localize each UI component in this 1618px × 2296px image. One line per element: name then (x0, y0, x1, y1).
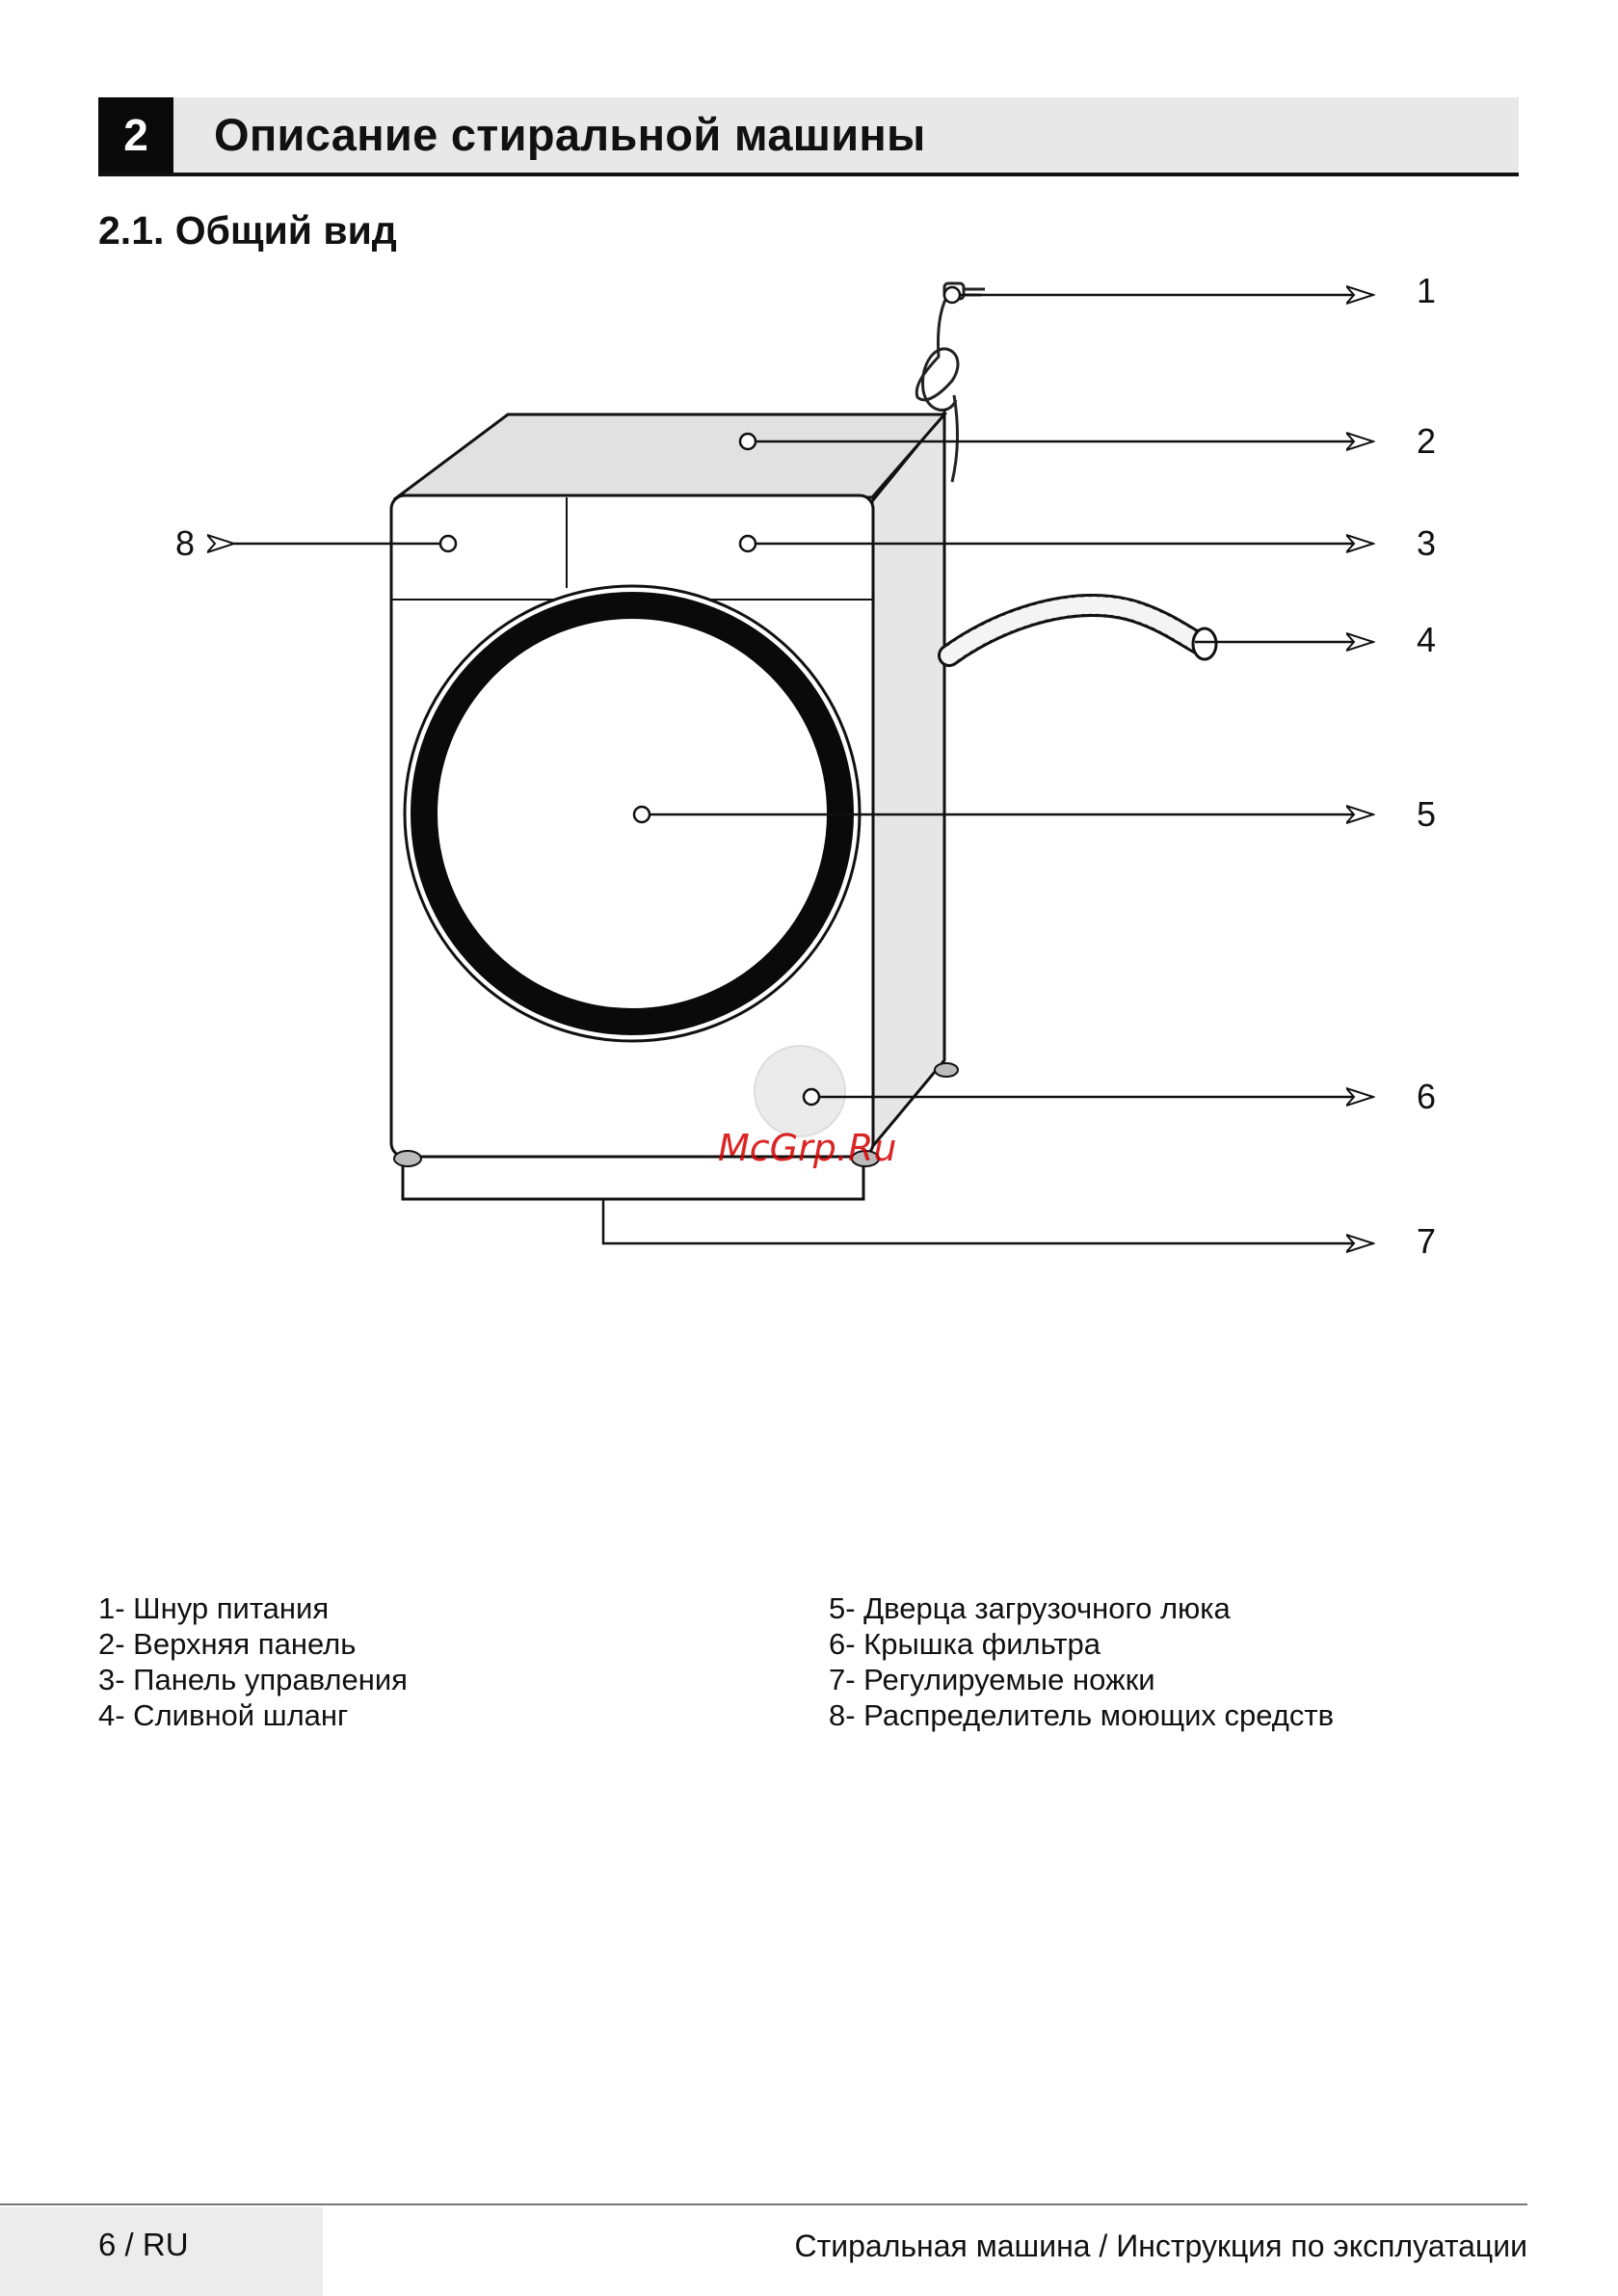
filter-cover (755, 1046, 845, 1136)
chapter-header: 2 Описание стиральной машины (98, 97, 1519, 176)
legend-item: 8- Распределитель моющих средств (829, 1697, 1334, 1733)
legend-item: 5- Дверца загрузочного люка (829, 1590, 1334, 1626)
footer-page-box: 6 / RU (0, 2207, 323, 2296)
callout-2: 2 (1417, 421, 1436, 461)
footer-document-title: Стиральная машина / Инструкция по эксплу… (794, 2229, 1527, 2264)
footer-divider (0, 2203, 1527, 2205)
legend-left-column: 1- Шнур питания 2- Верхняя панель 3- Пан… (98, 1590, 408, 1733)
top-panel (397, 414, 944, 497)
legend-item: 3- Панель управления (98, 1662, 408, 1697)
page-number: 6 / RU (98, 2227, 189, 2263)
callout-3: 3 (1417, 523, 1436, 563)
drain-hose (949, 605, 1216, 659)
legend-right-column: 5- Дверца загрузочного люка 6- Крышка фи… (829, 1590, 1334, 1733)
callout-8: 8 (175, 523, 195, 563)
chapter-title: Описание стиральной машины (214, 97, 926, 173)
legend-item: 7- Регулируемые ножки (829, 1662, 1334, 1697)
callout-7: 7 (1417, 1221, 1436, 1261)
legend-item: 4- Сливной шланг (98, 1697, 408, 1733)
callout-1: 1 (1417, 271, 1436, 310)
section-title: 2.1. Общий вид (98, 208, 397, 254)
callout-4: 4 (1417, 620, 1436, 659)
chapter-number: 2 (98, 97, 173, 173)
washing-machine-diagram: McGrp.Ru 1 2 3 4 5 6 7 8 (0, 251, 1618, 1272)
watermark-text: McGrp.Ru (718, 1127, 896, 1169)
legend-item: 6- Крышка фильтра (829, 1626, 1334, 1662)
callout-5: 5 (1417, 794, 1436, 834)
legend-item: 1- Шнур питания (98, 1590, 408, 1626)
callout-6: 6 (1417, 1077, 1436, 1116)
legend-item: 2- Верхняя панель (98, 1626, 408, 1662)
side-panel (872, 413, 944, 1147)
